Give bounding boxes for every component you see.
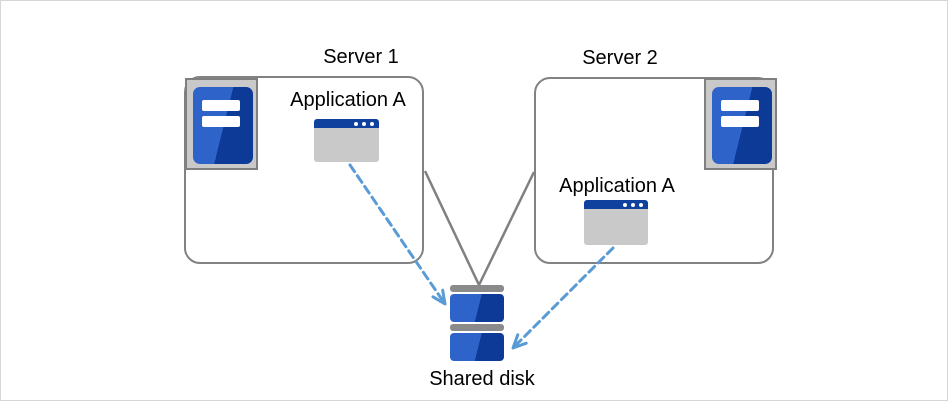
server-slot <box>721 100 759 111</box>
server-tower-body <box>712 87 772 164</box>
shared-disk-label: Shared disk <box>429 368 535 390</box>
window-buttons-icon <box>623 202 643 207</box>
window-body <box>314 128 379 162</box>
server-slot <box>202 100 240 111</box>
window-titlebar <box>314 119 379 128</box>
disk-cap <box>450 285 504 292</box>
disk-unit <box>450 294 504 322</box>
window-body <box>584 209 648 245</box>
window-titlebar <box>584 200 648 209</box>
server2-label: Server 2 <box>582 47 658 69</box>
connector-server2-disk <box>477 171 536 286</box>
server1-label: Server 1 <box>323 46 399 68</box>
disk-cap <box>450 324 504 331</box>
server-tower-icon <box>185 78 258 170</box>
connector-server1-disk <box>423 170 481 286</box>
server-tower-body <box>193 87 253 164</box>
disk-unit <box>450 333 504 361</box>
application-window-icon <box>314 119 379 162</box>
server-tower-icon <box>704 78 777 170</box>
server-slot <box>721 116 759 127</box>
application-window-icon <box>584 200 648 245</box>
stacked-disk-icon <box>450 285 504 363</box>
application-a-label-server1: Application A <box>290 89 406 111</box>
application-a-label-server2: Application A <box>559 175 675 197</box>
window-buttons-icon <box>354 121 374 126</box>
server-slot <box>202 116 240 127</box>
